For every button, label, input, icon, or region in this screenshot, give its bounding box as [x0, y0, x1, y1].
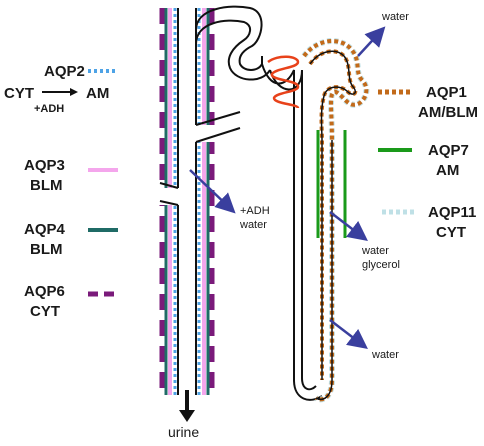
- legend-aqp1-name: AQP1: [426, 84, 467, 101]
- distal-tubule: [195, 5, 271, 81]
- legend-aqp3-sub: BLM: [30, 177, 63, 194]
- loop-thin-descending-outer: [261, 63, 323, 401]
- connecting-tubule-upper-a: [195, 111, 241, 126]
- legend-aqp4-name: AQP4: [24, 221, 66, 238]
- connecting-tubule-lower-b: [159, 200, 179, 206]
- legend-left: AQP2 CYT AM +ADH AQP3 BLM AQP4 BLM AQP6 …: [4, 63, 118, 320]
- legend-aqp6-sub: CYT: [30, 303, 60, 320]
- connecting-tubule-upper-b: [195, 127, 241, 143]
- proximal-wall-inner: [309, 50, 357, 380]
- legend-aqp11-name: AQP11: [428, 204, 476, 221]
- nephron-tubule: [195, 5, 323, 401]
- proximal-tubule: [301, 38, 370, 403]
- legend-aqp11-sub: CYT: [436, 224, 466, 241]
- annotation-water-bottom: water: [371, 349, 399, 361]
- legend-right: AQP1 AM/BLM AQP7 AM AQP11 CYT: [378, 84, 478, 241]
- collecting-duct: [159, 8, 215, 395]
- annotation-urine: urine: [168, 424, 199, 440]
- junction-gap-lower: [159, 188, 180, 205]
- legend-aqp2-modifier: +ADH: [34, 103, 64, 115]
- annotation-water-glycerol-2: glycerol: [362, 259, 400, 271]
- legend-aqp2-transition-arrowhead: [70, 88, 78, 96]
- annotation-adh: +ADH: [240, 205, 270, 217]
- legend-aqp4-sub: BLM: [30, 241, 63, 258]
- proximal-wall-outer: [315, 140, 333, 401]
- legend-aqp2-to: AM: [86, 85, 109, 102]
- aqp11-outer: [301, 38, 370, 403]
- arrow-water-bottom: [329, 319, 368, 350]
- annotation-adh-water: water: [239, 219, 267, 231]
- annotation-water-glycerol-1: water: [361, 245, 389, 257]
- urine-arrow-head: [179, 410, 195, 422]
- legend-aqp1-sub: AM/BLM: [418, 104, 478, 121]
- arrow-adh-water: [189, 169, 236, 214]
- legend-aqp7-sub: AM: [436, 162, 459, 179]
- legend-aqp6-name: AQP6: [24, 283, 65, 300]
- flux-arrows: [179, 26, 386, 422]
- annotation-water-top: water: [381, 11, 409, 23]
- connecting-tubule-lower-a: [159, 182, 179, 189]
- loop-thin-descending-inner: [269, 69, 317, 391]
- legend-aqp3-name: AQP3: [24, 157, 65, 174]
- legend-aqp7-name: AQP7: [428, 142, 469, 159]
- legend-aqp2-from: CYT: [4, 85, 34, 102]
- legend-aqp2-name: AQP2: [44, 63, 85, 80]
- glomerulus: [267, 55, 300, 110]
- arrow-water-top: [357, 26, 386, 57]
- arrow-water-glycerol: [329, 211, 368, 242]
